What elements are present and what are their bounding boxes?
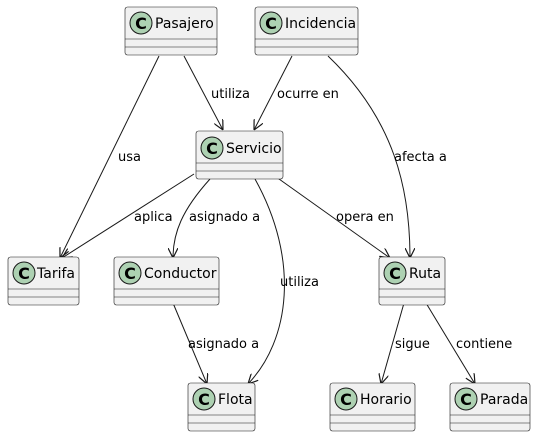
class-stereotype-glyph: C [340,390,352,409]
class-stereotype-glyph: C [124,264,136,283]
relation-incidencia-ruta-label: afecta a [394,150,447,165]
relation-pasajero-servicio: utiliza [183,55,250,130]
class-servicio-name: Servicio [226,141,282,157]
relation-ruta-horario-label: sigue [395,337,430,352]
class-stereotype-icon [259,11,283,35]
relation-servicio-ruta: opera en [271,173,394,258]
relation-ruta-parada-label: contiene [456,337,512,352]
relation-servicio-ruta-line [271,173,390,258]
relation-servicio-tarifa-label: aplica [134,210,173,225]
class-conductor[interactable]: C Conductor [113,256,220,306]
relation-pasajero-tarifa-line [60,55,160,258]
class-pasajero-name: Pasajero [155,16,214,32]
class-parada[interactable]: C Parada [449,382,531,432]
relation-pasajero-servicio-line [183,55,223,130]
class-stereotype-icon [334,387,358,411]
class-stereotype-icon [129,11,153,35]
class-tarifa-name: Tarifa [36,266,75,282]
class-stereotype-glyph: C [265,14,277,33]
class-servicio[interactable]: C Servicio [195,130,284,180]
relation-pasajero-tarifa-label: usa [118,150,141,165]
class-stereotype-icon [383,261,407,285]
class-stereotype-glyph: C [135,14,147,33]
class-flota[interactable]: C Flota [187,382,256,432]
class-stereotype-icon [118,261,142,285]
class-parada-name: Parada [480,392,528,408]
relation-servicio-flota-label: utiliza [280,275,319,290]
relation-servicio-conductor-label: asignado a [189,210,260,225]
relation-ruta-parada: contiene [425,302,512,384]
relation-ruta-horario-line [381,302,405,384]
class-stereotype-icon [454,387,478,411]
relation-servicio-ruta-label: opera en [336,210,394,225]
class-stereotype-icon [200,136,224,160]
class-stereotype-glyph: C [18,264,30,283]
class-flota-name: Flota [218,392,253,408]
class-ruta[interactable]: C Ruta [378,256,446,306]
class-incidencia-name: Incidencia [285,16,356,32]
relation-ruta-parada-line [425,302,475,384]
class-ruta-name: Ruta [409,266,441,282]
class-tarifa[interactable]: C Tarifa [7,256,80,306]
relation-servicio-tarifa: aplica [62,173,195,258]
relation-conductor-flota-label: asignado a [188,337,259,352]
relation-servicio-flota: utiliza [248,178,319,384]
class-stereotype-icon [12,261,36,285]
relation-servicio-tarifa-line [62,173,195,258]
relation-incidencia-ruta: afecta a [327,55,447,258]
class-conductor-name: Conductor [144,266,217,282]
class-stereotype-icon [192,387,216,411]
class-horario[interactable]: C Horario [329,382,416,432]
class-stereotype-glyph: C [389,264,401,283]
relation-incidencia-ruta-line [327,55,410,258]
class-stereotype-glyph: C [460,390,472,409]
relation-ruta-horario: sigue [381,302,430,384]
relation-servicio-conductor: asignado a [173,178,260,258]
relation-conductor-flota-line [172,302,207,384]
class-stereotype-glyph: C [206,139,218,158]
class-incidencia[interactable]: C Incidencia [254,6,359,56]
class-horario-name: Horario [360,392,412,408]
relation-servicio-conductor-line [173,178,211,258]
relation-incidencia-servicio: ocurre en [254,55,339,130]
relation-conductor-flota: asignado a [172,302,259,384]
relation-pasajero-servicio-label: utiliza [211,87,250,102]
relation-incidencia-servicio-line [254,55,293,130]
relation-servicio-flota-line [248,178,285,384]
relation-pasajero-tarifa: usa [60,55,160,258]
relation-incidencia-servicio-label: ocurre en [277,87,339,102]
class-stereotype-glyph: C [198,390,210,409]
class-pasajero[interactable]: C Pasajero [124,6,218,56]
